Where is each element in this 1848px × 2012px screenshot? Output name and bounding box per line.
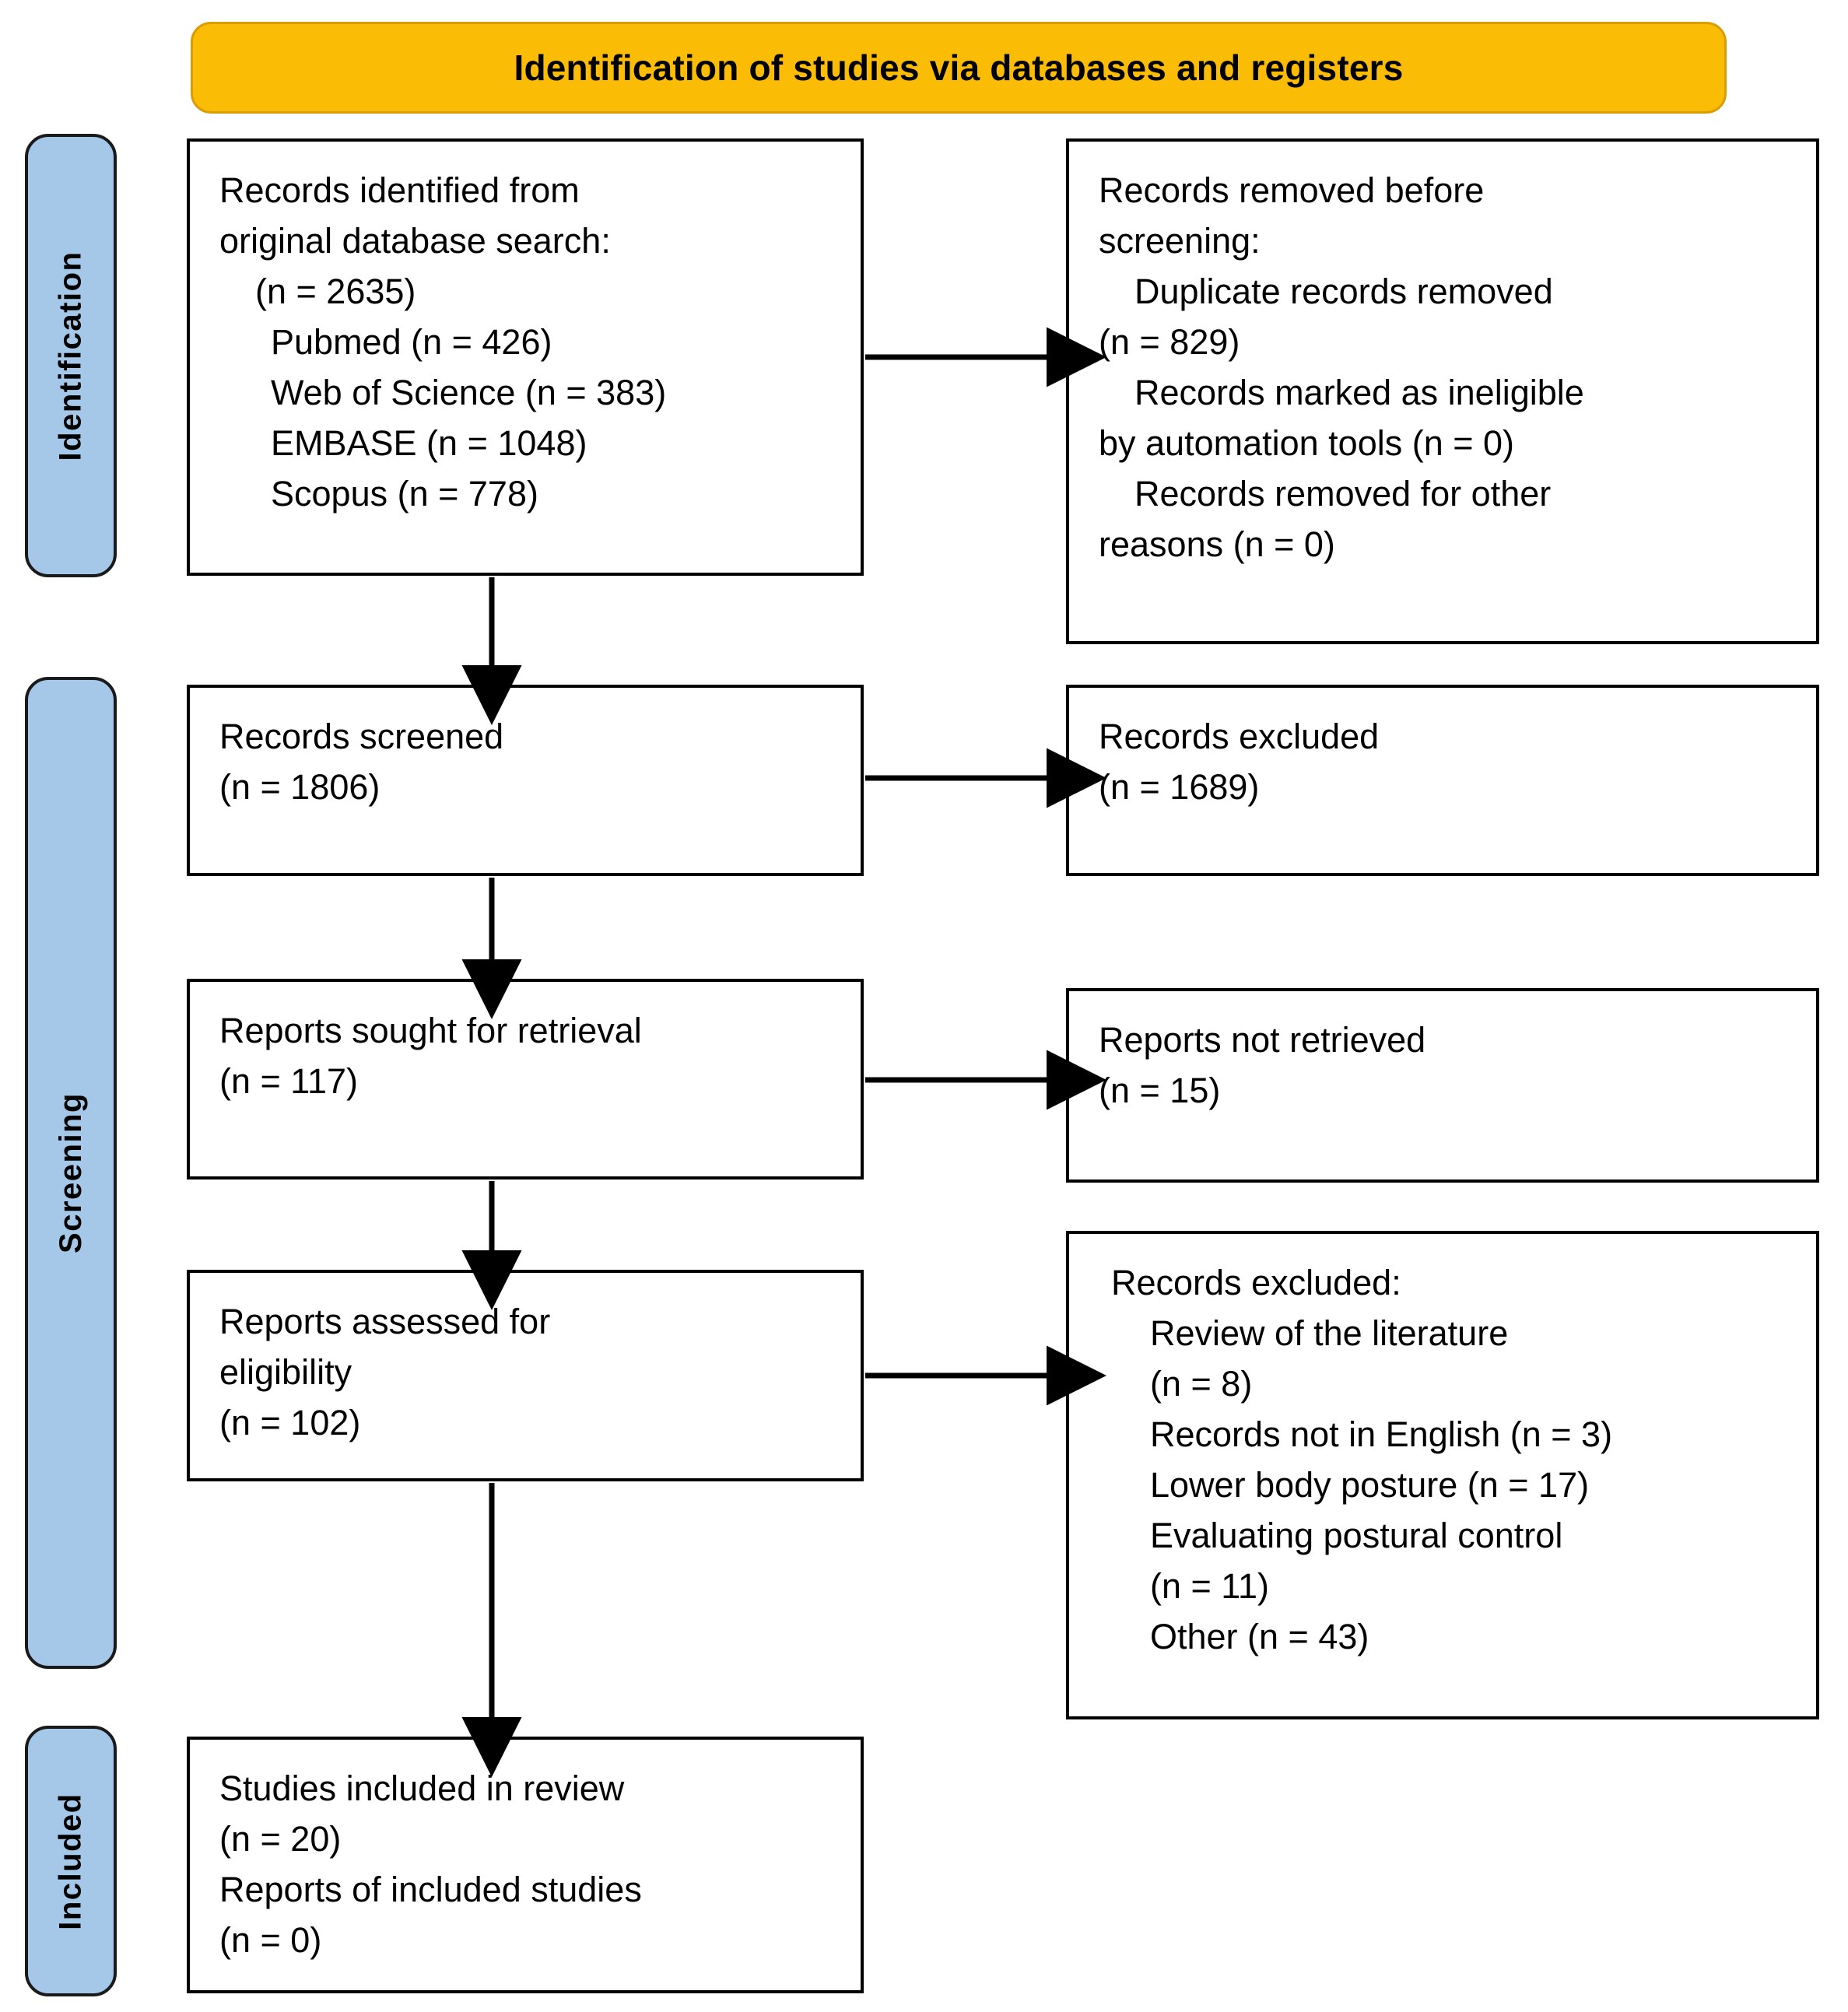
box-records-removed-before-screening: Records removed before screening: Duplic… <box>1066 138 1819 644</box>
box-line: by automation tools (n = 0) <box>1099 423 1515 463</box>
box-reports-not-retrieved: Reports not retrieved (n = 15) <box>1066 988 1819 1183</box>
stage-rail-included: Included <box>25 1726 117 1996</box>
box-line: (n = 20) <box>219 1819 342 1859</box>
diagram-header-banner: Identification of studies via databases … <box>191 22 1727 114</box>
box-records-excluded-screening: Records excluded (n = 1689) <box>1066 685 1819 876</box>
box-line: original database search: <box>219 221 611 261</box>
box-line: Pubmed (n = 426) <box>271 322 552 362</box>
box-line: (n = 1806) <box>219 767 380 807</box>
box-line: eligibility <box>219 1352 352 1392</box>
stage-rail-screening-label: Screening <box>53 1092 88 1253</box>
box-line: Lower body posture (n = 17) <box>1150 1465 1590 1505</box>
box-line: Records removed before <box>1099 170 1485 210</box>
box-records-screened: Records screened (n = 1806) <box>187 685 864 876</box>
box-line: Records excluded: <box>1111 1263 1401 1302</box>
stage-rail-included-label: Included <box>53 1792 88 1930</box>
box-line: Duplicate records removed <box>1134 272 1553 311</box>
stage-rail-screening: Screening <box>25 677 117 1669</box>
box-line: (n = 8) <box>1150 1364 1253 1404</box>
box-line: (n = 117) <box>219 1061 359 1101</box>
box-reports-assessed-for-eligibility: Reports assessed for eligibility (n = 10… <box>187 1270 864 1481</box>
box-line: Web of Science (n = 383) <box>271 373 667 412</box>
box-line: Records not in English (n = 3) <box>1150 1414 1613 1454</box>
box-line: (n = 2635) <box>255 272 416 311</box>
box-line: Records identified from <box>219 170 580 210</box>
box-line: (n = 1689) <box>1099 767 1260 807</box>
box-line: (n = 15) <box>1099 1071 1221 1110</box>
box-studies-included-in-review: Studies included in review (n = 20) Repo… <box>187 1737 864 1993</box>
box-line: Records excluded <box>1099 717 1380 756</box>
box-line: Reports of included studies <box>219 1870 642 1909</box>
stage-rail-identification-label: Identification <box>53 251 88 461</box>
page-title: Identification of studies via databases … <box>514 47 1404 88</box>
box-line: (n = 11) <box>1150 1566 1269 1606</box>
box-line: (n = 102) <box>219 1403 361 1442</box>
box-records-excluded-eligibility: Records excluded: Review of the literatu… <box>1066 1231 1819 1719</box>
box-line: Evaluating postural control <box>1150 1516 1563 1555</box>
box-line: Records screened <box>219 717 504 756</box>
box-records-identified: Records identified from original databas… <box>187 138 864 576</box>
box-line: EMBASE (n = 1048) <box>271 423 587 463</box>
box-line: Studies included in review <box>219 1768 625 1808</box>
box-line: Records removed for other <box>1134 474 1552 514</box>
box-line: Reports assessed for <box>219 1302 551 1341</box>
box-line: (n = 0) <box>219 1920 322 1960</box>
stage-rail-identification: Identification <box>25 134 117 577</box>
box-line: Reports sought for retrieval <box>219 1011 642 1050</box>
box-line: Reports not retrieved <box>1099 1020 1426 1060</box>
box-line: reasons (n = 0) <box>1099 524 1335 564</box>
box-reports-sought-for-retrieval: Reports sought for retrieval (n = 117) <box>187 979 864 1180</box>
box-line: Review of the literature <box>1150 1313 1509 1353</box>
box-line: Records marked as ineligible <box>1134 373 1584 412</box>
box-line: Scopus (n = 778) <box>271 474 538 514</box>
box-line: (n = 829) <box>1099 322 1240 362</box>
box-line: screening: <box>1099 221 1261 261</box>
box-line: Other (n = 43) <box>1150 1617 1369 1656</box>
